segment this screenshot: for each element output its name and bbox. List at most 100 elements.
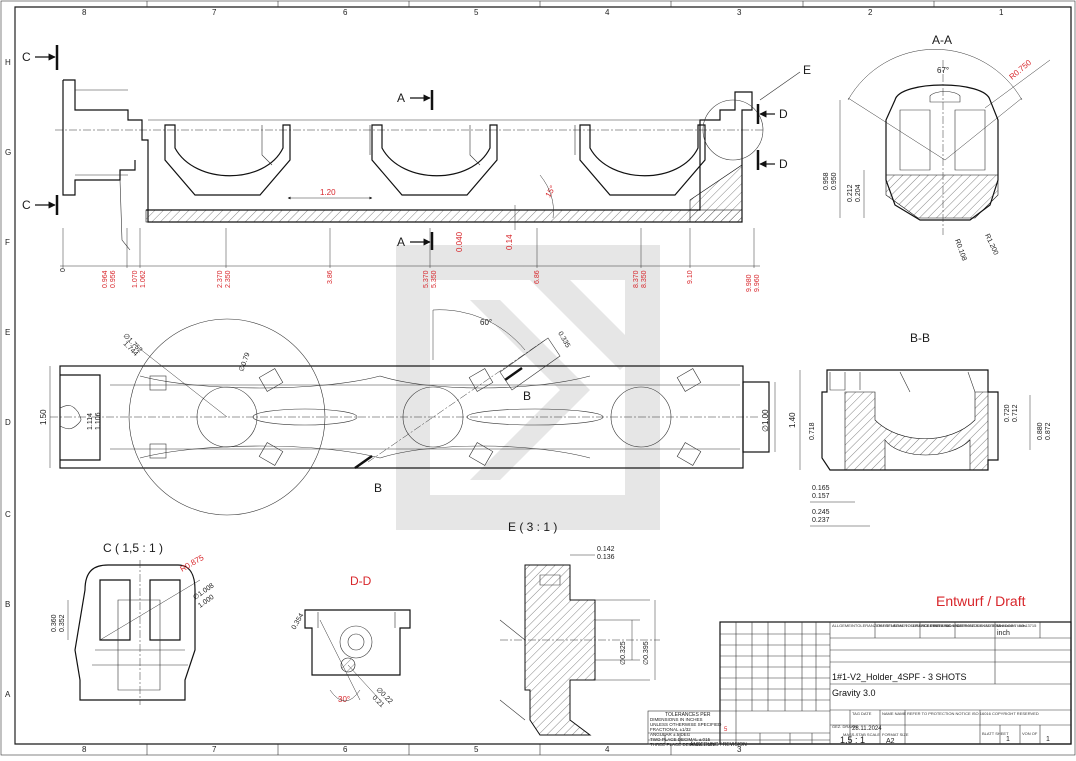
grid-row-label: F: [5, 238, 10, 247]
detail-e-title: E ( 3 : 1 ): [508, 520, 557, 534]
detail-d-d: D-D 0.354 ∅0.22 0.21 30°: [291, 574, 411, 709]
tb-label-tag: TAG DATE: [852, 711, 872, 716]
grid-row-label: D: [5, 418, 11, 427]
dim-bottom: 9.980: [746, 274, 753, 292]
grid-col-label: 7: [212, 8, 217, 17]
cut-label-b: B: [374, 481, 382, 495]
dim-1-50: 1.50: [39, 409, 48, 425]
dim-h-0-958: 0.958: [823, 172, 830, 190]
tb-label-format: FORMAT SIZE: [882, 732, 909, 737]
grid-row-label: C: [5, 510, 11, 519]
cut-label-d: D: [779, 107, 788, 121]
dim-r0-750: R0.750: [1008, 58, 1034, 82]
dim-r0-875: R0.875: [179, 553, 206, 574]
tb-rev-5: 5: [724, 727, 728, 733]
dim-0-352: 0.352: [59, 614, 66, 632]
grid-row-labels: H G F E D C B A: [5, 58, 11, 699]
cut-label-c: C: [22, 50, 31, 64]
cut-label-a: A: [397, 91, 405, 105]
cut-label-a: A: [397, 235, 405, 249]
dim-d0-79: ∅0.79: [238, 352, 251, 373]
grid-row-label: G: [5, 148, 11, 157]
front-view-dimensions: 1.20 15° 0.040 0.14 0 0.964 0.956 1.070 …: [60, 174, 761, 292]
detail-c-title: C ( 1,5 : 1 ): [103, 541, 163, 555]
grid-col-label: 6: [343, 745, 348, 754]
grid-row-label: E: [5, 328, 10, 337]
dim-1-114: 1.114: [87, 413, 94, 430]
dim-0-14: 0.14: [505, 234, 514, 250]
tb-revision: ÄNDERUNG / REVISION: [690, 741, 747, 748]
dim-angle-60: 60°: [480, 318, 492, 327]
dim-bottom: 3.86: [327, 270, 334, 284]
dim-bottom: 0.956: [110, 270, 117, 288]
grid-col-label: 6: [343, 8, 348, 17]
grid-row-label: H: [5, 58, 11, 67]
dim-0-157: 0.157: [812, 493, 830, 500]
dim-0-335: 0.335: [556, 331, 571, 350]
tol-line: ANGULAR ±.5 DEG: [650, 732, 691, 737]
tb-hdr-toleranc: TOLERIERUNG / TOLERANCING ISO 8015: [922, 623, 1002, 628]
grid-col-label: 7: [212, 745, 217, 754]
dim-0-880: 0.880: [1037, 422, 1044, 440]
tb-copyright: REFER TO PROTECTION NOTICE ISO 16016 COP…: [907, 711, 1039, 716]
dim-0-142: 0.142: [597, 546, 615, 553]
tol-line: THREE PLACE DECIMAL ±.005: [650, 742, 715, 747]
tb-hdr-general-tol: ALLGEMEINTOLERANZEN / GENERAL TOLERANCES…: [832, 623, 958, 628]
tb-format: A2: [886, 738, 895, 745]
dim-0-360: 0.360: [51, 614, 58, 632]
tb-label-name: NAME NAME: [882, 711, 907, 716]
dim-angle-15: 15°: [544, 184, 558, 199]
dim-bottom: 2.370: [217, 270, 224, 288]
tol-line: DIMENSIONS IN INCHES: [650, 717, 703, 722]
grid-col-label: 4: [605, 8, 610, 17]
draft-stamp: Entwurf / Draft: [936, 593, 1026, 609]
dim-0-040: 0.040: [455, 231, 464, 252]
dim-1-106: 1.106: [95, 412, 102, 430]
dim-1-20: 1.20: [320, 188, 336, 197]
dim-bottom: 9.960: [754, 274, 761, 292]
dim-r1-200: R1.200: [983, 233, 999, 257]
dim-bottom: 1.070: [132, 270, 139, 288]
dim-0-354: 0.354: [291, 612, 306, 631]
grid-column-ticks: [146, 1, 935, 755]
front-view: [55, 79, 765, 251]
dim-bottom: 8.350: [641, 270, 648, 288]
dim-bottom: 8.370: [633, 270, 640, 288]
tb-label-blatt: BLATT SHEET: [982, 731, 1009, 736]
tol-line: TWO PLACE DECIMAL ±.015: [650, 737, 711, 742]
watermark-logo: [396, 245, 660, 530]
tb-label-von: VON OF: [1022, 731, 1038, 736]
tb-label-scale: MASS-STAB SCALE: [843, 732, 880, 737]
dim-0-237: 0.237: [812, 517, 830, 524]
grid-col-label: 1: [999, 8, 1004, 17]
grid-col-label: 2: [868, 8, 873, 17]
tb-material: Gravity 3.0: [832, 688, 876, 698]
grid-col-label: 8: [82, 8, 87, 17]
dim-h-0-950: 0.950: [831, 172, 838, 190]
dim-bottom: 1.062: [140, 270, 147, 288]
dim-0-712: 0.712: [1012, 404, 1019, 422]
grid-row-label: A: [5, 690, 11, 699]
grid-col-label: 3: [737, 8, 742, 17]
dim-0-872: 0.872: [1045, 422, 1052, 440]
section-a-a-title: A-A: [932, 33, 952, 47]
dim-angle-30: 30°: [338, 695, 350, 704]
grid-col-label: 8: [82, 745, 87, 754]
dim-d1-00: ∅1.00: [761, 409, 770, 432]
tb-hdr-edges: WERKSTÜCKKANTEN / EDGES ISO 13715: [957, 623, 1037, 628]
detail-d-d-title: D-D: [350, 574, 372, 588]
detail-e: E ( 3 : 1 ) 0.142 0.136 ∅0.325 ∅0.395: [499, 520, 660, 736]
section-b-b: B-B 1.40 0.718 0.720 0.712 0.880 0.872 0…: [788, 331, 1052, 527]
cut-marks-front: C C A A D D E: [22, 45, 811, 250]
dim-0-718: 0.718: [809, 422, 816, 440]
detail-c: C ( 1,5 : 1 ) R0.875 ∅1.008 1.000 0.360 …: [51, 541, 216, 705]
grid-column-labels: 8 7 6 5 4 3 2 1 8 7 6 5 4 3: [82, 8, 1004, 754]
tol-line: FRACTIONAL ±1/32: [650, 727, 691, 732]
tb-label-gez: GEZ. DRAWN: [832, 724, 858, 729]
dim-bottom: 2.350: [225, 270, 232, 288]
dim-bottom: 9.10: [687, 270, 694, 284]
dim-bottom: 6.86: [534, 270, 541, 284]
dim-bottom: 5.350: [431, 270, 438, 288]
dim-0-136: 0.136: [597, 554, 615, 561]
